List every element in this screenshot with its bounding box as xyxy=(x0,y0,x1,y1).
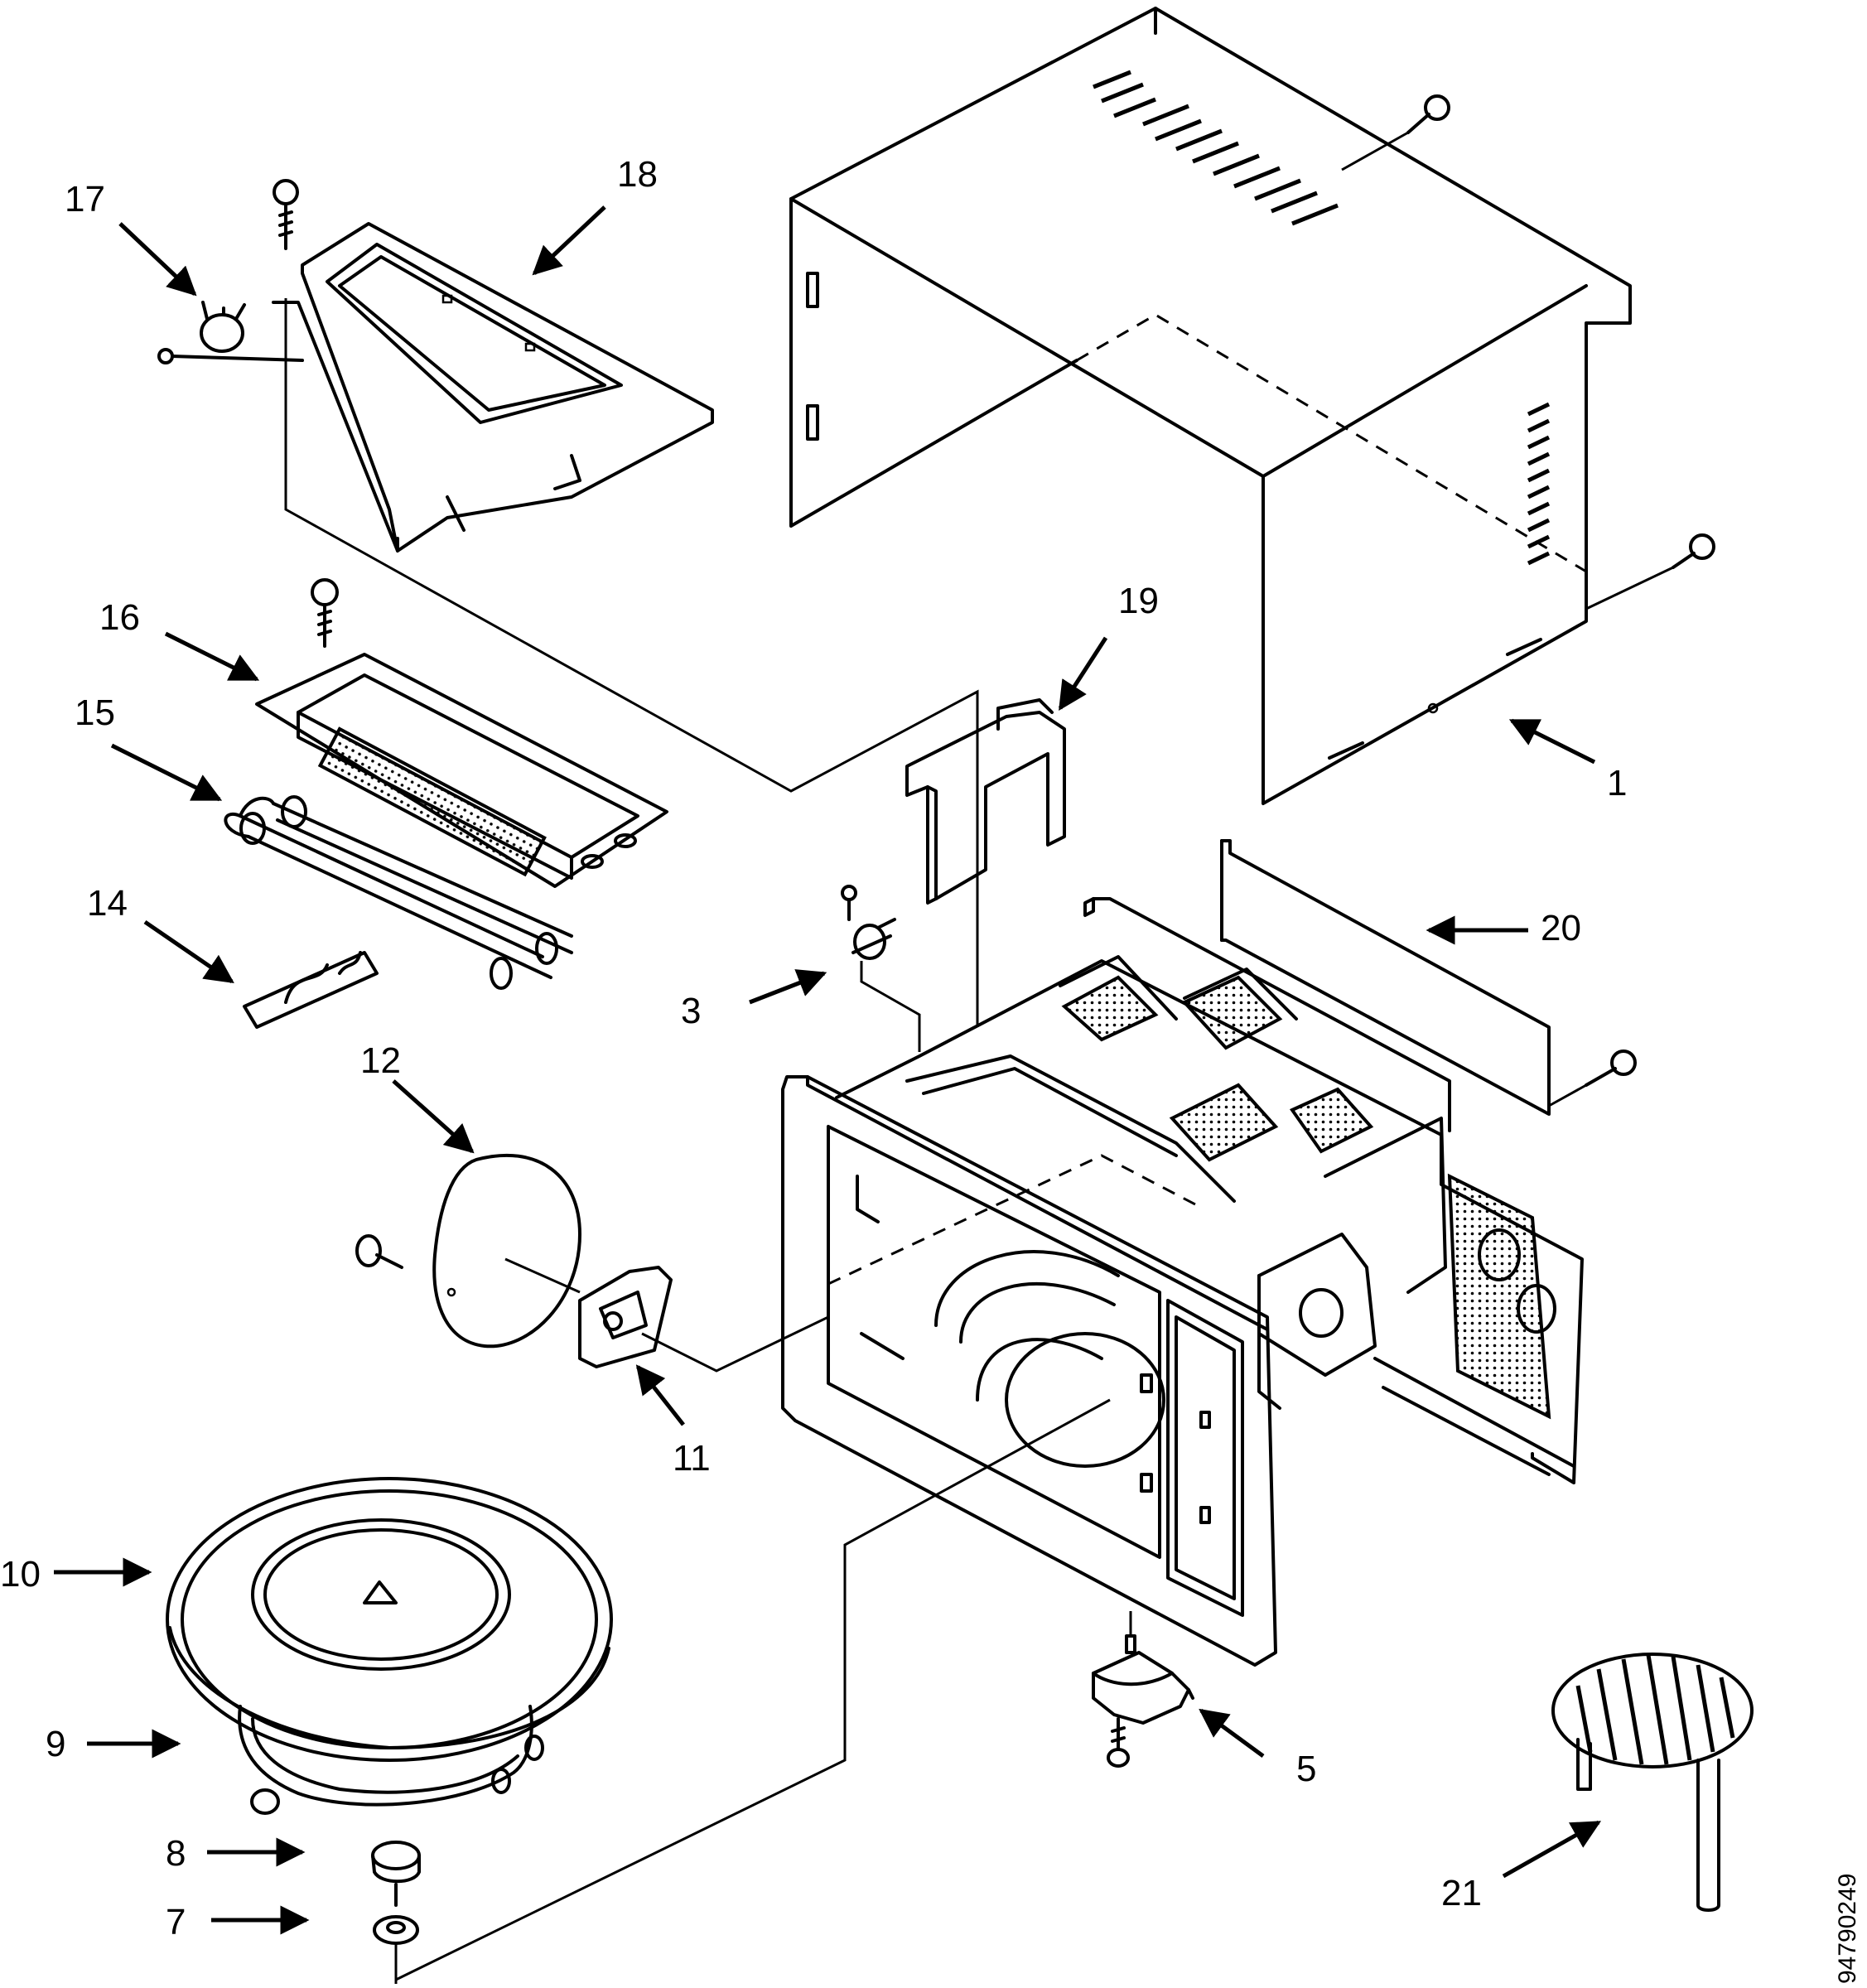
callout-18: 18 xyxy=(617,154,658,195)
roller-ring xyxy=(238,1705,544,1815)
callout-19: 19 xyxy=(1118,581,1159,621)
drive-coupling xyxy=(578,1266,829,1373)
cover-knob xyxy=(355,1234,403,1269)
heater-cover xyxy=(255,578,668,888)
turntable-axis-leader xyxy=(394,1398,1111,1984)
coupler xyxy=(371,1841,421,1907)
heater-bracket xyxy=(243,951,379,1029)
callout-16: 16 xyxy=(99,597,140,638)
callout-20: 20 xyxy=(1541,908,1581,948)
assembly-leader-top xyxy=(284,298,979,793)
cabinet-screw-top xyxy=(1341,94,1450,171)
drawing-number: 94790249 xyxy=(1834,1874,1861,1984)
bracket-19 xyxy=(905,698,1066,905)
callout-21: 21 xyxy=(1441,1873,1482,1913)
callout-10: 10 xyxy=(0,1554,41,1595)
callout-14: 14 xyxy=(87,883,128,924)
callout-17: 17 xyxy=(65,179,105,220)
callout-1: 1 xyxy=(1607,763,1627,803)
wire-rack xyxy=(1551,1653,1754,1912)
oven-cavity xyxy=(781,897,1584,1667)
outer-cabinet xyxy=(789,7,1715,805)
thermal-fuse xyxy=(157,301,304,364)
callout-15: 15 xyxy=(75,692,115,733)
heater-element xyxy=(224,795,573,990)
washer xyxy=(373,1915,419,1945)
back-panel-screw xyxy=(1548,1049,1637,1107)
cabinet-screw-side xyxy=(1585,533,1715,610)
callout-3: 3 xyxy=(681,991,701,1031)
back-panel xyxy=(1220,839,1637,1116)
callout-8: 8 xyxy=(166,1833,186,1874)
cabinet-vents-side xyxy=(1527,402,1551,566)
duct-screw xyxy=(273,179,299,250)
turntable-motor xyxy=(1092,1611,1194,1768)
cabinet-vents-top xyxy=(1093,70,1339,226)
callout-labels: 1 3 5 7 8 9 10 11 12 14 15 16 17 18 19 2… xyxy=(0,154,1861,1984)
callout-arrows xyxy=(54,205,1602,1935)
stirrer-cover xyxy=(355,1153,581,1349)
cover-screw xyxy=(311,578,339,648)
switch-part xyxy=(841,885,921,1052)
callout-9: 9 xyxy=(46,1724,65,1764)
callout-12: 12 xyxy=(360,1040,401,1081)
callout-7: 7 xyxy=(166,1902,186,1942)
callout-11: 11 xyxy=(673,1438,711,1479)
callout-5: 5 xyxy=(1296,1749,1316,1789)
turntable-tray xyxy=(166,1477,613,1762)
top-duct-plate xyxy=(272,179,714,552)
